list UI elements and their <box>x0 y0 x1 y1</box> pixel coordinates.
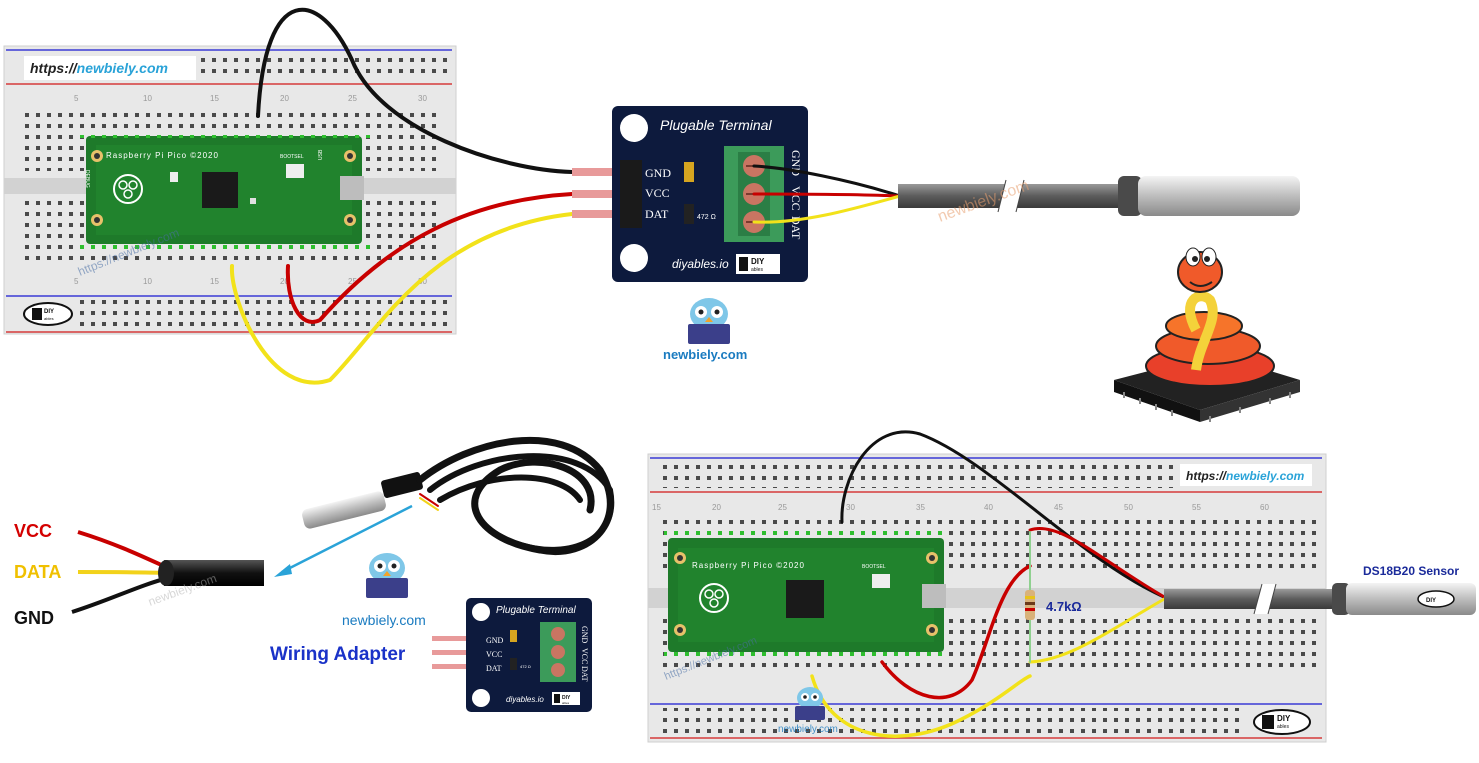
diyables-logo-icon: DIY ables <box>552 692 580 705</box>
pin-label-vcc: VCC <box>645 186 670 200</box>
top-wires <box>229 8 902 385</box>
top-pico-board: Raspberry Pi Pico ©2020 BOOTSEL USB DEBU… <box>80 128 370 252</box>
board-number: 30 <box>846 503 855 512</box>
url-label: https://newbiely.com <box>30 60 168 76</box>
svg-text:DIY: DIY <box>562 695 571 701</box>
svg-text:ables: ables <box>562 701 570 705</box>
board-number: 5 <box>74 94 79 103</box>
pin-label-vcc: VCC <box>486 650 502 659</box>
board-number: 10 <box>143 277 152 286</box>
arrow-icon <box>274 504 413 577</box>
pin-label-gnd: GND <box>486 636 504 645</box>
terminal-brand: diyables.io <box>506 695 544 704</box>
pico-label: Raspberry Pi Pico ©2020 <box>106 151 219 160</box>
micropython-snake-chip-icon <box>1114 247 1300 422</box>
resistor-label: 4.7kΩ <box>1046 599 1082 614</box>
svg-text:ables: ables <box>44 316 54 321</box>
svg-text:DIY: DIY <box>44 309 54 315</box>
pin-label-dat: DAT <box>645 207 669 221</box>
owl-laptop-icon <box>795 687 825 720</box>
terminal-brand: diyables.io <box>672 257 729 271</box>
board-number: 25 <box>778 503 787 512</box>
screw-label-dat: DAT <box>580 666 589 682</box>
diyables-logo-icon: DIY <box>1417 590 1455 608</box>
board-number: 35 <box>916 503 925 512</box>
pullup-resistor <box>1025 590 1035 620</box>
board-number: 50 <box>1124 503 1133 512</box>
owl-laptop-icon <box>366 553 408 598</box>
svg-text:DIY: DIY <box>1426 598 1436 604</box>
raspberry-pi-logo-icon <box>113 174 143 204</box>
small-terminal-adapter: Plugable Terminal GND VCC DAT 472 Ω GND … <box>432 598 592 712</box>
board-number: 55 <box>1192 503 1201 512</box>
diyables-logo-icon: DIY ables <box>736 254 780 274</box>
board-number: 15 <box>652 503 661 512</box>
board-number: 20 <box>280 277 289 286</box>
board-number: 45 <box>1054 503 1063 512</box>
wiring-adapter-title: Wiring Adapter <box>270 644 406 665</box>
screw-label-vcc: VCC <box>580 648 589 664</box>
board-number: 5 <box>74 277 79 286</box>
board-number: 15 <box>210 94 219 103</box>
pico-bootsel-label: BOOTSEL <box>280 154 304 160</box>
svg-text:DIY: DIY <box>1277 714 1291 723</box>
board-number: 20 <box>280 94 289 103</box>
svg-text:ables: ables <box>751 267 763 273</box>
bottom-pico-board: Raspberry Pi Pico ©2020 BOOTSEL <box>664 528 948 662</box>
diyables-logo-icon: DIY ables <box>23 302 73 326</box>
label-vcc: VCC <box>14 521 52 541</box>
diyables-logo-icon: DIY ables <box>1253 709 1311 735</box>
board-number: 60 <box>1260 503 1269 512</box>
resistor-code: 472 Ω <box>520 664 531 669</box>
pin-label-gnd: GND <box>645 166 671 180</box>
label-gnd: GND <box>14 608 54 628</box>
bottom-wires <box>810 430 1168 738</box>
board-number: 30 <box>418 277 427 286</box>
top-terminal-adapter: Plugable Terminal GND VCC DAT 472 Ω GND … <box>612 106 808 282</box>
board-number: 25 <box>348 277 357 286</box>
board-number: 10 <box>143 94 152 103</box>
board-number: 25 <box>348 94 357 103</box>
sensor-label: DS18B20 Sensor <box>1363 564 1459 578</box>
screw-label-dat: DAT <box>789 216 803 240</box>
board-number: 40 <box>984 503 993 512</box>
owl-caption: newbiely.com <box>663 347 747 362</box>
raspberry-pi-logo-icon <box>699 583 729 613</box>
pico-bootsel-label: BOOTSEL <box>862 564 886 570</box>
cable-closeup <box>71 530 264 614</box>
terminal-title: Plugable Terminal <box>660 117 772 133</box>
svg-text:ables: ables <box>1277 724 1289 730</box>
pin-label-dat: DAT <box>486 664 502 673</box>
board-number: 15 <box>210 277 219 286</box>
board-number: 30 <box>418 94 427 103</box>
owl-caption: newbiely.com <box>778 724 838 735</box>
pico-label: Raspberry Pi Pico ©2020 <box>692 561 805 570</box>
coiled-sensor-photo <box>302 436 615 555</box>
screw-label-gnd: GND <box>580 626 589 644</box>
terminal-title: Plugable Terminal <box>496 605 576 616</box>
board-number: 20 <box>712 503 721 512</box>
owl-caption: newbiely.com <box>342 612 426 628</box>
screw-label-vcc: VCC <box>789 186 803 211</box>
bottom-sensor-cable: DIY <box>1164 583 1476 615</box>
resistor-code: 472 Ω <box>697 214 716 221</box>
pico-usb-label: USB <box>318 149 324 160</box>
top-sensor-cable <box>898 176 1300 216</box>
pico-debug-label: DEBUG <box>84 170 90 188</box>
url-label: https://newbiely.com <box>1186 469 1305 483</box>
owl-laptop-icon <box>688 298 730 344</box>
svg-text:DIY: DIY <box>751 257 765 266</box>
label-data: DATA <box>14 562 61 582</box>
